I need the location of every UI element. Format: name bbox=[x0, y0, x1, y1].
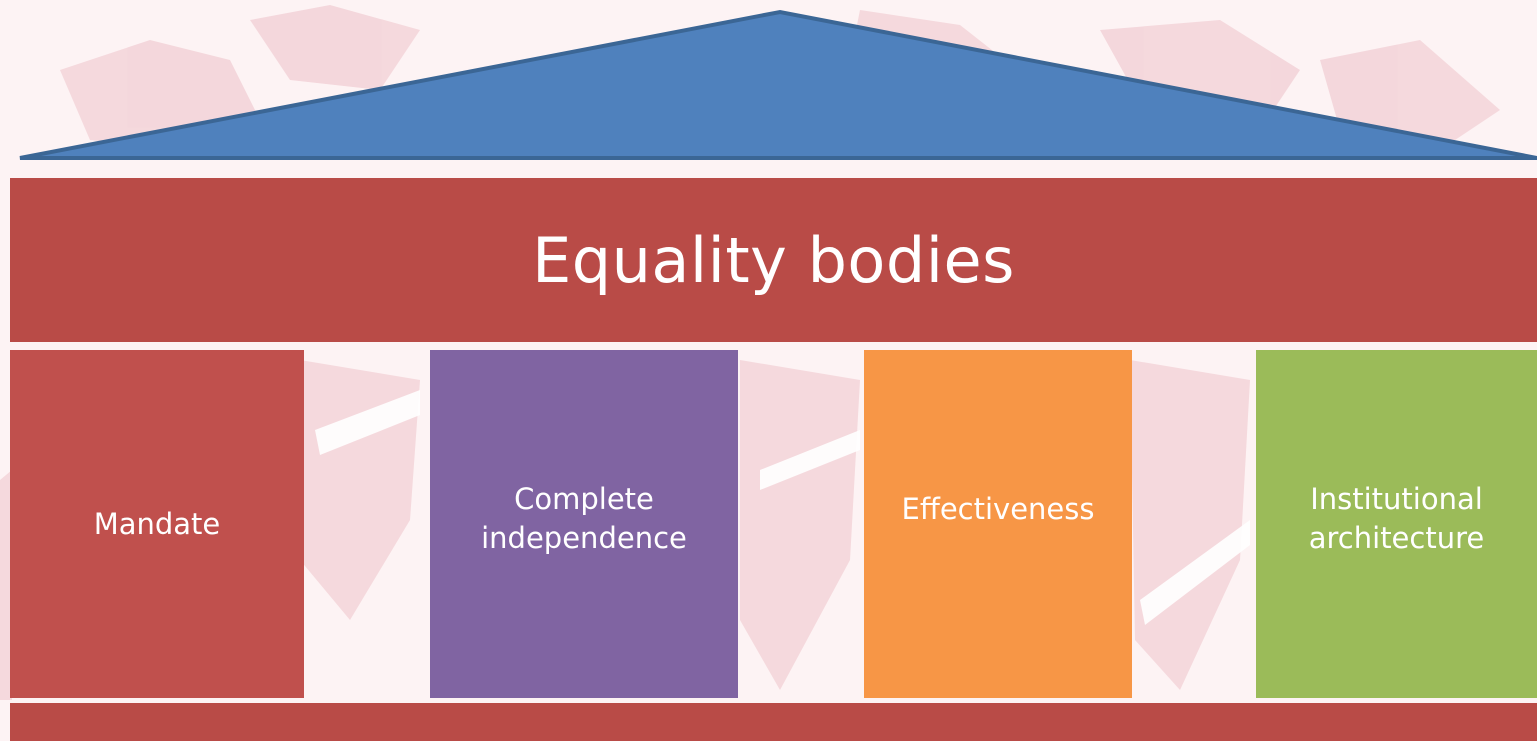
pillar-label-complete-independence: Complete independence bbox=[481, 482, 687, 555]
foundation-base bbox=[10, 703, 1537, 741]
pillar-label-institutional-architecture: Institutional architecture bbox=[1308, 482, 1485, 555]
roof-triangle bbox=[19, 9, 1537, 160]
pillar-label-mandate: Mandate bbox=[93, 506, 221, 541]
roof-shape bbox=[19, 9, 1537, 160]
pillar-institutional-architecture: Institutional architecture bbox=[1256, 350, 1537, 698]
pillar-mandate: Mandate bbox=[10, 350, 304, 698]
pillar-label-effectiveness: Effectiveness bbox=[901, 491, 1095, 526]
diagram-title: Equality bodies bbox=[532, 223, 1015, 297]
pillar-complete-independence: Complete independence bbox=[430, 350, 738, 698]
pillar-effectiveness: Effectiveness bbox=[864, 350, 1132, 698]
title-beam: Equality bodies bbox=[10, 178, 1537, 342]
